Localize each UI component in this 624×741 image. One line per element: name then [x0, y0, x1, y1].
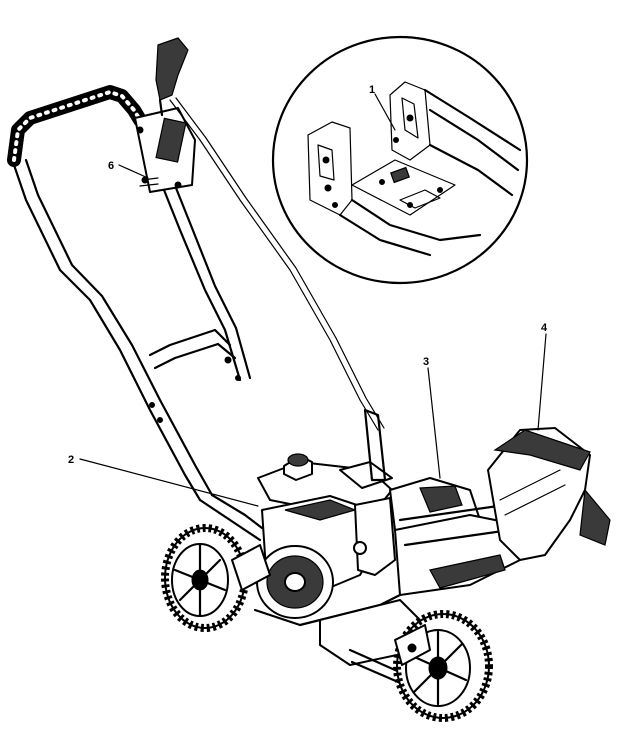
callout-1-label: 1	[369, 84, 375, 96]
handle-assembly: 6	[7, 37, 385, 502]
detail-inset-circle: 1	[271, 35, 529, 285]
callout-6-label: 6	[108, 160, 114, 172]
drive-and-blade-assembly: 3 4	[363, 322, 611, 596]
callout-2-label: 2	[68, 454, 74, 466]
callout-4-label: 4	[541, 322, 548, 334]
wheels-and-frame	[161, 493, 493, 722]
callout-3-label: 3	[423, 356, 429, 368]
